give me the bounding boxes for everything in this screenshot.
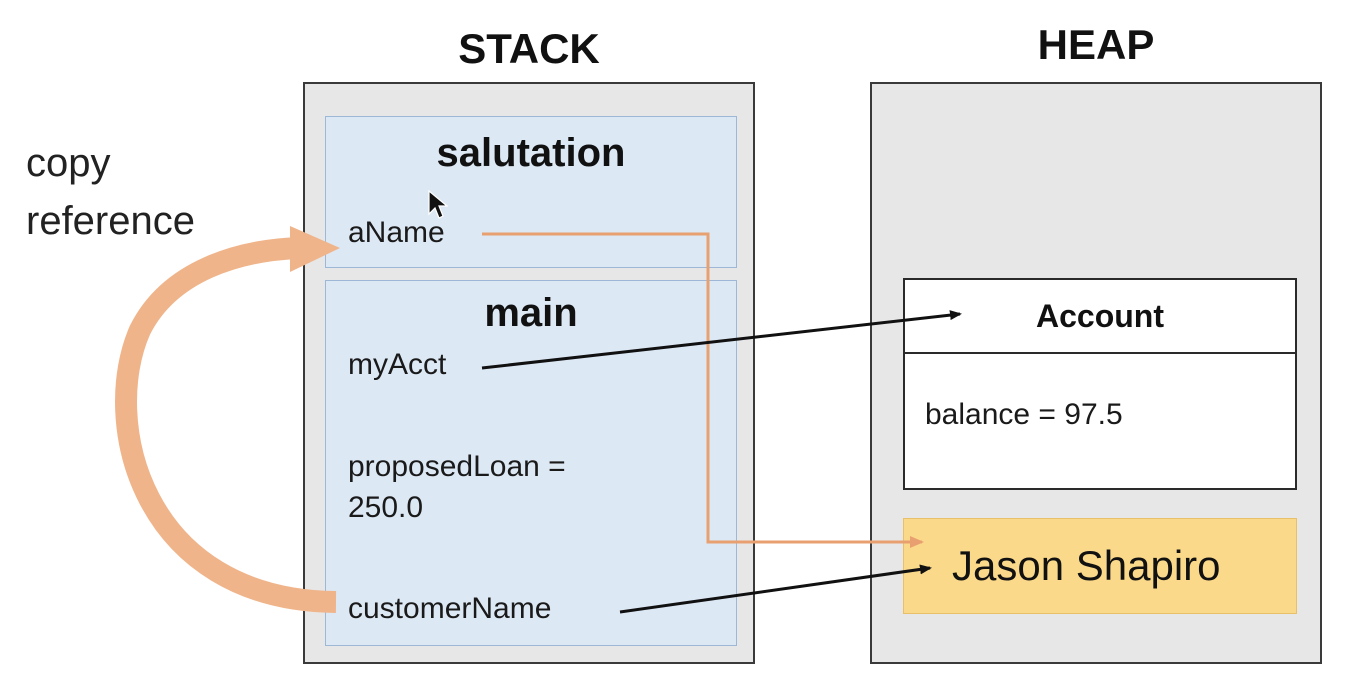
var-myAcct: myAcct — [348, 348, 447, 381]
annotation-line-1: copy — [26, 141, 111, 185]
string-object: Jason Shapiro — [903, 518, 1297, 614]
heap-title: HEAP — [1037, 21, 1155, 68]
salutation-frame-title: salutation — [436, 131, 626, 175]
stack-title: STACK — [458, 25, 600, 72]
stack-region: salutation aName main myAcct proposedLoa… — [303, 82, 755, 664]
main-frame: main myAcct proposedLoan = 250.0 custome… — [325, 280, 737, 646]
annotation-line-2: reference — [26, 199, 195, 243]
main-frame-title: main — [484, 291, 578, 335]
mouse-pointer-icon — [428, 190, 448, 219]
var-proposedLoan: proposedLoan = 250.0 — [348, 450, 566, 524]
var-aName: aName — [348, 216, 445, 249]
var-customerName: customerName — [348, 592, 552, 625]
heap-region: Account balance = 97.5 Jason Shapiro — [870, 82, 1322, 664]
account-object: Account balance = 97.5 — [903, 278, 1297, 490]
account-object-title: Account — [905, 280, 1295, 354]
salutation-frame: salutation aName — [325, 116, 737, 268]
copy-reference-annotation: copy reference — [26, 134, 195, 250]
account-balance-field: balance = 97.5 — [925, 398, 1123, 431]
